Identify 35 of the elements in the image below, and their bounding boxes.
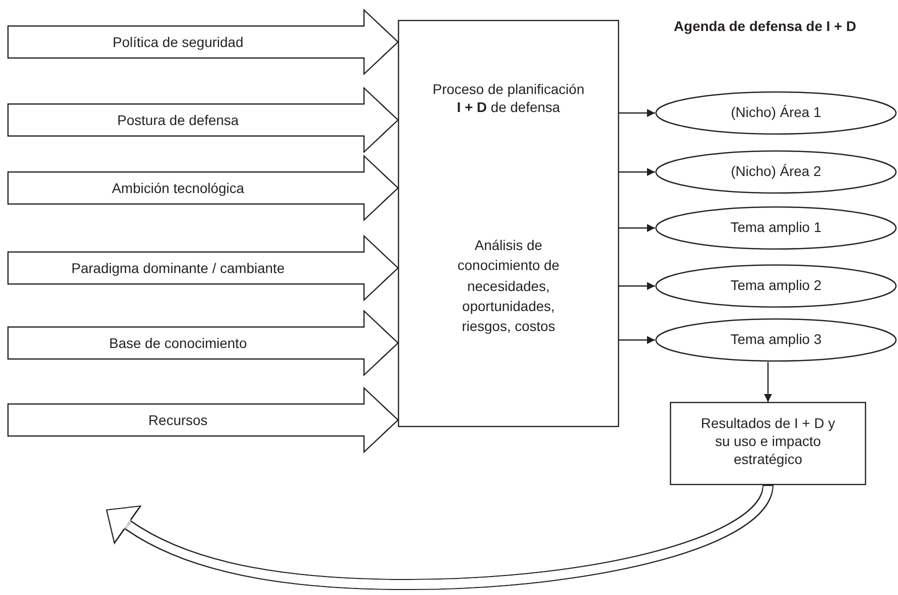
block-arrow (7, 8, 399, 76)
block-arrow (7, 154, 399, 222)
node-text: Tema amplio 2 (729, 276, 823, 294)
diagram-title: Agenda de defensa de I + D (672, 18, 858, 34)
topic-ellipse (655, 206, 897, 250)
arrow-label: Base de conocimiento (108, 334, 248, 352)
arrow (619, 282, 655, 290)
topic-ellipse (655, 318, 897, 362)
block-arrow (7, 386, 399, 454)
arrow-label: Postura de defensa (116, 111, 240, 130)
block-arrow (7, 310, 399, 376)
node-text: Resultados de I + D y su uso e impacto estratégico (700, 414, 836, 469)
block-arrow (7, 86, 399, 154)
node-text: Proceso de planificación I + D de defensa (432, 80, 586, 116)
arrow (619, 109, 655, 117)
arrow (619, 168, 655, 176)
arrow-label: Ambición tecnológica (110, 179, 246, 198)
curved-feedback-arrow (105, 484, 774, 590)
node-text: Tema amplio 3 (729, 330, 823, 348)
node-text: (Nicho) Área 1 (730, 103, 822, 122)
node-text: Tema amplio 1 (729, 218, 823, 236)
node-text: (Nicho) Área 2 (730, 162, 822, 180)
arrow-label: Política de seguridad (112, 33, 244, 52)
process-box (398, 20, 619, 427)
topic-ellipse (655, 150, 897, 194)
topic-ellipse (655, 91, 897, 135)
arrow (619, 224, 655, 232)
arrow (619, 336, 655, 344)
node-text: Análisis de conocimiento de necesidades, oportunidades, riesgos, costos (456, 236, 560, 336)
result-box (670, 402, 866, 485)
arrow-label: Recursos (147, 411, 209, 430)
arrow (764, 362, 772, 402)
block-arrow (7, 234, 399, 302)
topic-ellipse (655, 264, 897, 308)
arrow-label: Paradigma dominante / cambiante (70, 259, 286, 278)
